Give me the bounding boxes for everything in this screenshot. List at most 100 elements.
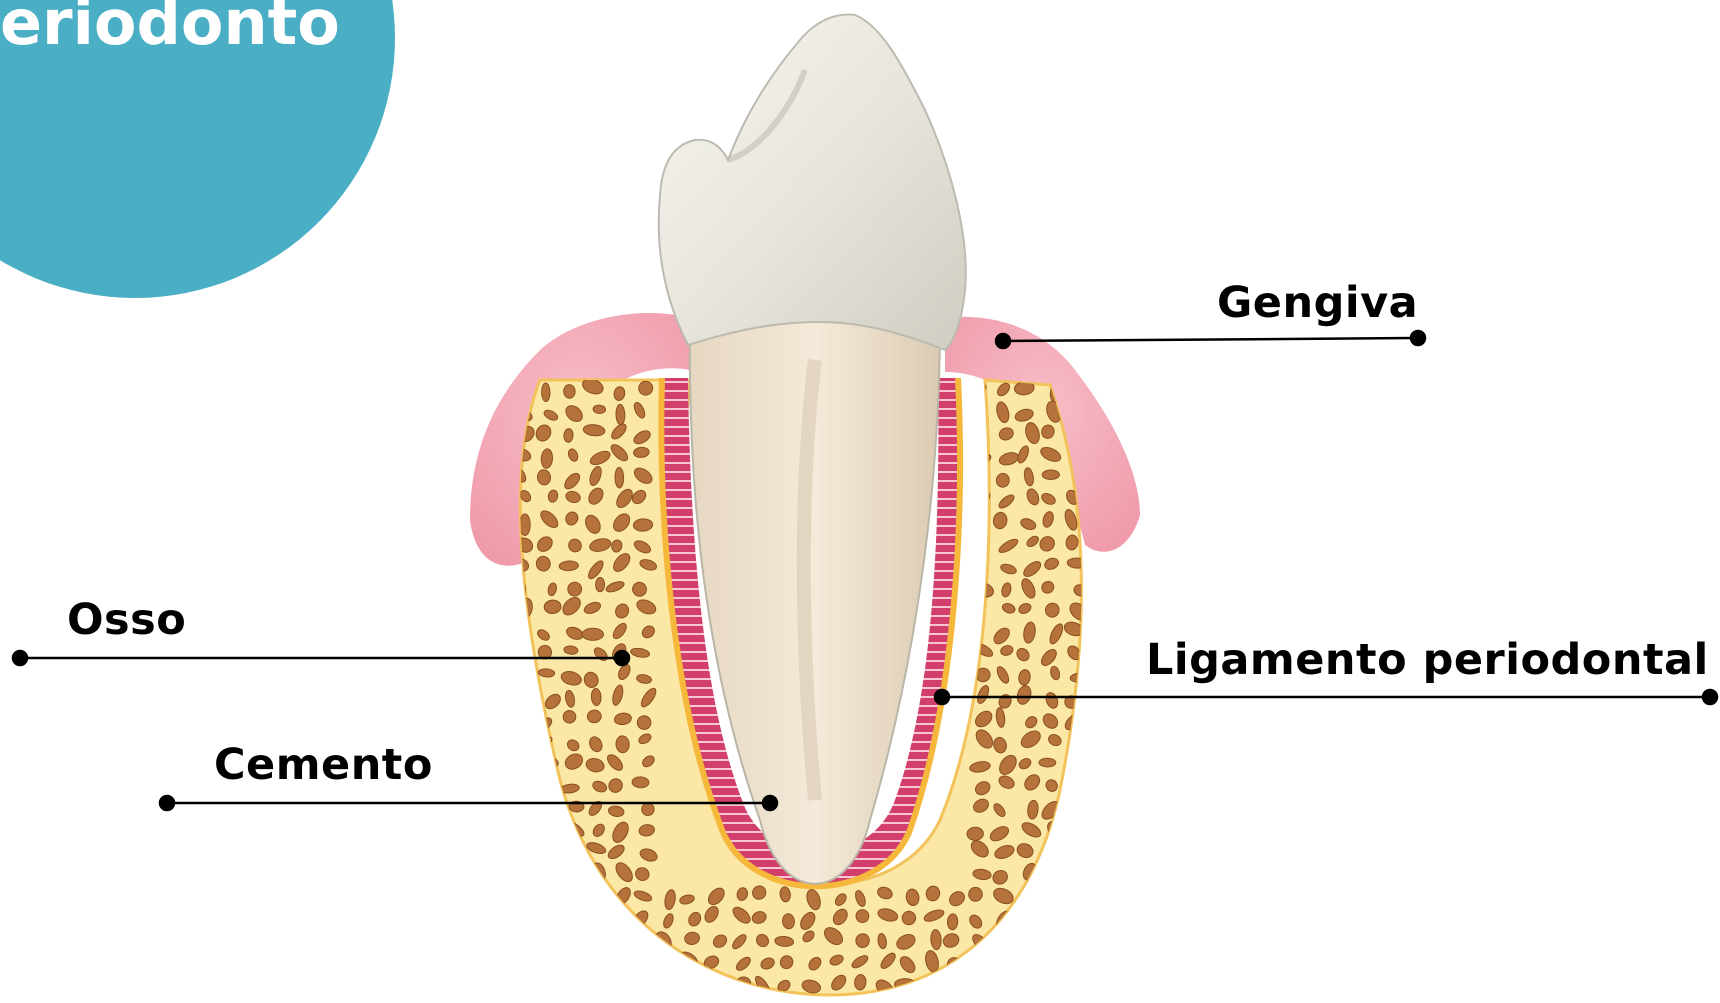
bone-spot [969,887,983,901]
bone-spot [1085,974,1105,992]
bone-spot [1023,955,1043,975]
bone-spot [929,974,942,995]
bone-spot [1070,930,1092,950]
bone-spot [520,907,536,927]
bone-spot [1094,799,1112,817]
bone-spot [1093,862,1112,881]
bone-spot [1097,712,1112,727]
bone-spot [612,930,630,945]
bone-spot [514,956,527,972]
bone-spot [582,628,603,640]
bone-spot [491,807,509,815]
bone-spot [593,405,606,414]
bone-spot [1085,956,1106,974]
bone-spot [562,951,582,965]
bone-spot [996,954,1011,970]
bone-spot [1094,385,1109,399]
leader-dot-ligamento-end [1703,690,1717,704]
bone-spot [513,687,531,707]
bone-spot [1068,954,1085,973]
bone-spot [1069,756,1090,775]
bone-spot [1090,778,1106,793]
bone-spot [595,577,604,591]
bone-spot [1021,977,1040,994]
leader-dot-gengiva-start [996,334,1010,348]
bone-spot [641,974,652,996]
bone-spot [607,913,626,930]
leader-dot-cemento-end [763,796,777,810]
bone-spot [970,403,984,417]
leader-dot-gengiva-end [1411,331,1425,345]
bone-spot [511,707,531,726]
bone-spot [1017,934,1036,952]
bone-spot [973,533,985,551]
bone-spot [561,867,579,887]
bone-spot [561,974,585,998]
bone-spot [510,930,529,947]
bone-spot [537,828,555,838]
bone-spot [493,778,510,797]
bone-spot [947,914,958,930]
bone-spot [971,561,984,575]
bone-spot [515,971,536,992]
bone-spot [1067,846,1089,865]
label-cemento: Cemento [214,740,433,790]
bone-spot [489,885,509,901]
bone-spot [1041,910,1062,931]
label-ligamento-periodontal: Ligamento periodontal [1146,635,1709,685]
bone-spot [628,929,650,949]
bone-spot [1064,797,1084,813]
bone-spot [487,648,503,666]
bone-spot [1092,576,1110,594]
bone-spot [967,827,984,841]
leader-dot-osso-end [615,651,629,665]
bone-spot [542,885,554,908]
bone-spot [686,971,703,991]
bone-spot [510,796,531,815]
bone-spot [1040,951,1058,970]
bone-spot [994,929,1016,948]
page-title: eriodonto [0,0,340,59]
bone-spot [1042,470,1059,479]
bone-spot [1093,847,1112,857]
bone-spot [1064,771,1083,794]
bone-spot [1024,886,1037,902]
bone-spot [518,838,533,860]
bone-spot [559,936,582,950]
bone-spot [490,738,505,751]
bone-spot [1092,668,1110,684]
bone-spot [632,776,649,788]
bone-spot [1094,754,1110,769]
bone-spot [541,383,550,402]
bone-spot [497,913,512,924]
bone-spot [515,671,531,689]
bone-spot [1092,914,1107,928]
bone-spot [485,761,504,775]
bone-spot [585,888,608,912]
label-gengiva: Gengiva [1217,278,1418,328]
tooth-crown [659,14,966,350]
bone-spot [591,688,601,706]
bone-spot [1089,686,1104,705]
bone-spot [494,823,505,842]
bone-spot [563,384,575,398]
bone-spot [586,911,609,931]
bone-spot [587,710,602,724]
bone-spot [1067,822,1085,832]
leader-dot-cemento-start [160,796,174,810]
bone-spot [1069,978,1090,994]
bone-spot [543,980,557,994]
bone-spot [1089,618,1106,639]
bone-spot [569,881,580,903]
bone-spot [613,951,631,968]
bone-spot [517,781,530,794]
bone-spot [1089,559,1105,578]
bone-spot [486,974,507,991]
bone-spot [485,950,507,972]
bone-spot [570,909,581,926]
bone-spot [511,868,527,879]
bone-spot [563,710,577,724]
bone-spot [615,467,624,488]
bone-spot [970,470,988,492]
